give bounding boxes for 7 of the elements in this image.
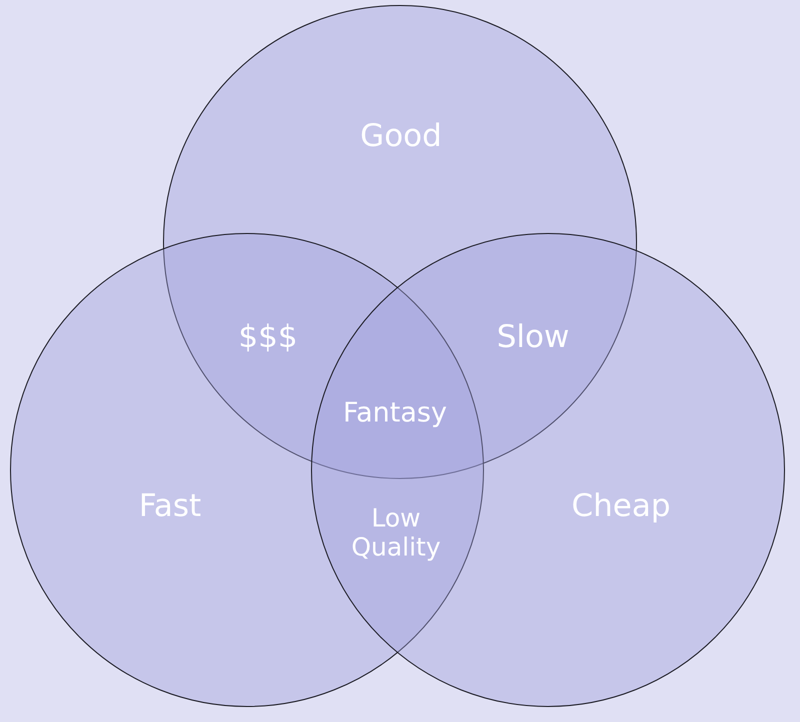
set-label: Cheap [571,488,671,524]
set-label: Good [360,118,442,154]
set-label: Fast [138,488,202,524]
region-label: Slow [496,320,570,356]
region-label: Low Quality [350,504,442,562]
region-label: $$$ [237,320,299,356]
region-label: Fantasy [342,397,448,429]
